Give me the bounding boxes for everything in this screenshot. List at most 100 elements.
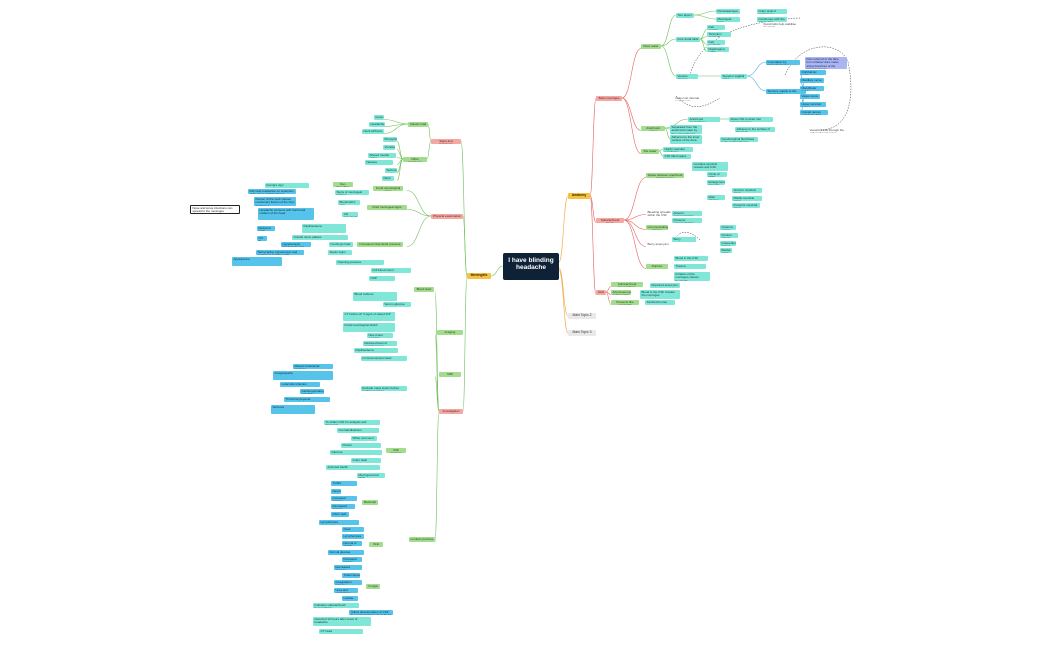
node-f-appearance[interactable]: Fibrin web [331, 512, 349, 517]
node-brain-meninges[interactable]: Brain meninges [596, 96, 622, 101]
node-aneurysm[interactable]: Ruptured aneurysm [650, 283, 680, 288]
node-venous-sinuses[interactable]: Venous sinuses [676, 74, 698, 79]
node-cn-desc[interactable]: CN III, IV, VI palsies [257, 236, 267, 241]
node-dura-mater[interactable]: Dura mater [641, 44, 661, 49]
node-u-and-e[interactable]: Urea and electrolytes [334, 588, 358, 593]
node-continuous-spinal[interactable]: Continuous with the spinal dura [757, 17, 787, 22]
node-cranial-label[interactable]: Cranial nerves supplying dura [800, 110, 828, 115]
node-v-protein[interactable]: Normal or slightly increased protein [342, 541, 362, 546]
node-csf-flows[interactable]: Cerebrospinal fluid flows in the subarac… [720, 137, 758, 142]
node-csf-protein[interactable]: Protein [341, 443, 381, 448]
node-photophobia[interactable]: Photophobia [383, 137, 397, 142]
node-maxillary[interactable]: Maxillary nerve [800, 78, 824, 83]
node-brudzinski-desc[interactable]: Flexion of the neck causes involuntary f… [254, 197, 296, 206]
node-csf-appearance[interactable]: Appearance [232, 257, 282, 266]
node-lp-opening[interactable]: Opening pressure [336, 260, 384, 265]
node-lp-contra6[interactable]: Seizures [271, 405, 315, 414]
node-v-appearance[interactable]: Clear [342, 527, 364, 532]
node-septic-desc[interactable]: Tachycardia, hypotension and prolonged c… [256, 250, 304, 255]
node-f-glucose[interactable]: Decreased glucose [334, 565, 362, 570]
node-csf-connect[interactable]: Contains cerebral vessels and CSF [692, 162, 728, 171]
node-main-arteries[interactable]: Main arteries [707, 195, 725, 200]
node-four-dural-folds[interactable]: Four dural folds [676, 37, 700, 42]
node-subarachnoid-space[interactable]: Subarachnoid space [596, 218, 624, 223]
node-lp-contra1[interactable]: Raised intracranial pressure [293, 364, 333, 369]
node-csf-filled[interactable]: CSF filled space [663, 154, 691, 159]
node-communicating[interactable]: Communicating arteries [646, 225, 668, 230]
node-fluid-meningeal[interactable]: Fluid meningeal signs [367, 205, 407, 210]
node-ct-head[interactable]: CT head [319, 629, 363, 634]
node-falx-cerebelli[interactable]: Falx cerebelli [707, 40, 725, 45]
node-ct-indication3[interactable]: New onset seizures [367, 333, 393, 338]
node-lp-purpose[interactable]: To obtain CSF for analysis and diagnosis [324, 420, 380, 425]
node-csf-reabsorb[interactable]: Allow CSF to drain into venous sinuses [729, 117, 773, 122]
node-classic-triad[interactable]: Classic triad [408, 122, 428, 127]
node-irritation[interactable]: Irritation of the meninges causes headac… [674, 272, 710, 281]
node-cisterna-magna[interactable]: Cisterna magna [720, 225, 736, 230]
node-b-glucose[interactable]: Decreased glucose [331, 504, 355, 509]
node-anatomy[interactable]: Anatomy [568, 193, 590, 199]
node-seizures[interactable]: Seizures [385, 168, 397, 173]
node-xantho-desc[interactable]: Yellow discolouration of CSF due to brea… [349, 610, 393, 615]
node-increased-icp[interactable]: Increased intracranial pressure [357, 242, 403, 247]
node-cn-palsies[interactable]: Cranial nerve palsies [292, 235, 348, 240]
node-physical-exam[interactable]: Physical examination [431, 214, 463, 219]
node-neck-stiffness[interactable]: Neck stiffness [362, 129, 384, 134]
node-lp-contra4[interactable]: Cardiorespiratory instability [300, 389, 324, 394]
node-vomiting[interactable]: Vomiting [383, 145, 395, 150]
node-blood-cultures[interactable]: Blood cultures [353, 292, 397, 301]
node-altered-mental[interactable]: Altered mental status [368, 153, 396, 158]
node-fungal[interactable]: Fungal [366, 584, 380, 589]
node-sah-causes[interactable]: Subarachnoid haemorrhage [611, 282, 643, 287]
node-meningeal-layer[interactable]: Meningeal layer [716, 17, 740, 22]
node-meningitis[interactable]: Meningitis [467, 273, 491, 279]
node-septic-signs[interactable]: Septic signs [328, 250, 352, 255]
node-avm[interactable]: Arteriovenous malformation [611, 290, 631, 295]
node-basilar[interactable]: Basilar artery [720, 248, 732, 253]
node-focal-signs[interactable]: Focal neurological signs [373, 186, 403, 191]
node-note-callout[interactable]: Nose and sinus infections can spread to … [190, 205, 240, 214]
node-cushing-desc[interactable]: Hypertension, bradycardia and irregular … [281, 242, 311, 247]
node-berry[interactable]: Berry [672, 237, 696, 242]
node-ophthalmic[interactable]: Ophthalmic nerve [800, 70, 826, 75]
node-coag[interactable]: Coagulation screen [334, 580, 362, 585]
node-separated-by-space[interactable]: Separated from the arachnoid mater by th… [670, 125, 702, 134]
node-f-wcc[interactable]: Lymphocytes [319, 520, 359, 525]
node-jolt-desc[interactable]: Headache worsens with horizontal rotatio… [258, 208, 314, 220]
node-bacterial[interactable]: Bacterial [362, 500, 378, 505]
node-xanthochromia[interactable]: Xanthochromia [645, 300, 675, 305]
node-blood-in-csf[interactable]: Blood in the CSF [674, 256, 708, 261]
node-ct-indication[interactable]: CT before LP if signs of raised ICP [343, 312, 395, 321]
node-anterior-cerebral[interactable]: Anterior cerebral artery [732, 188, 762, 193]
node-trigeminal-label[interactable]: Sensory supply to the cranial dura [766, 89, 806, 94]
node-crp[interactable]: CRP [369, 276, 395, 281]
node-arachnoid-adherent[interactable]: Adherent to the inner surface of the dur… [670, 135, 702, 144]
node-headache[interactable]: Headache [369, 122, 385, 127]
node-csf-analysis[interactable]: CSF analysis [386, 448, 406, 453]
node-ct-indication6[interactable]: Immunocompromised [361, 356, 407, 361]
node-adheres-brain[interactable]: Adheres to the surface of the brain [735, 127, 775, 132]
node-mri[interactable]: MRI [439, 372, 461, 377]
node-viral[interactable]: Viral [369, 542, 383, 547]
node-xantho-timing[interactable]: Detected 12 hours after onset of headach… [313, 617, 371, 626]
node-sah-note[interactable]: Presents like meningitis [611, 300, 639, 305]
node-tentorium-cerebelli[interactable]: Tentorium cerebelli [707, 32, 731, 37]
node-rash[interactable]: Rash [382, 176, 394, 181]
node-basal-cisterns[interactable]: Enlargements form the basal cisterns [707, 180, 725, 185]
node-lp-contra2[interactable]: Coagulopathy [273, 371, 333, 380]
node-two-layers[interactable]: Two layers [676, 13, 694, 18]
node-nausea[interactable]: Nausea [365, 160, 393, 165]
node-blood-tests[interactable]: Blood tests [414, 287, 434, 292]
node-circle-of-willis[interactable]: Circle of Willis [707, 172, 727, 177]
node-sah[interactable]: SAH [596, 290, 606, 295]
node-b-protein[interactable]: Increased protein [331, 496, 357, 501]
node-cushing[interactable]: Cushing's triad [329, 242, 353, 247]
node-mandibular[interactable]: Mandibular nerve [800, 86, 824, 91]
node-posterior-cerebral[interactable]: Posterior cerebral artery [732, 203, 760, 208]
node-pia-mater[interactable]: Pia mater [641, 149, 659, 154]
node-imaging[interactable]: Imaging [437, 330, 463, 335]
node-signs-symptoms[interactable]: Signs and symptoms [431, 139, 461, 144]
node-meningeal-signs[interactable]: Signs of meningeal irritation [335, 190, 369, 195]
node-main-topic-3[interactable]: Main Topic 3 [568, 330, 596, 336]
node-sah-meningitis-link[interactable]: Blood in the CSF irritates the meninges [640, 290, 680, 299]
